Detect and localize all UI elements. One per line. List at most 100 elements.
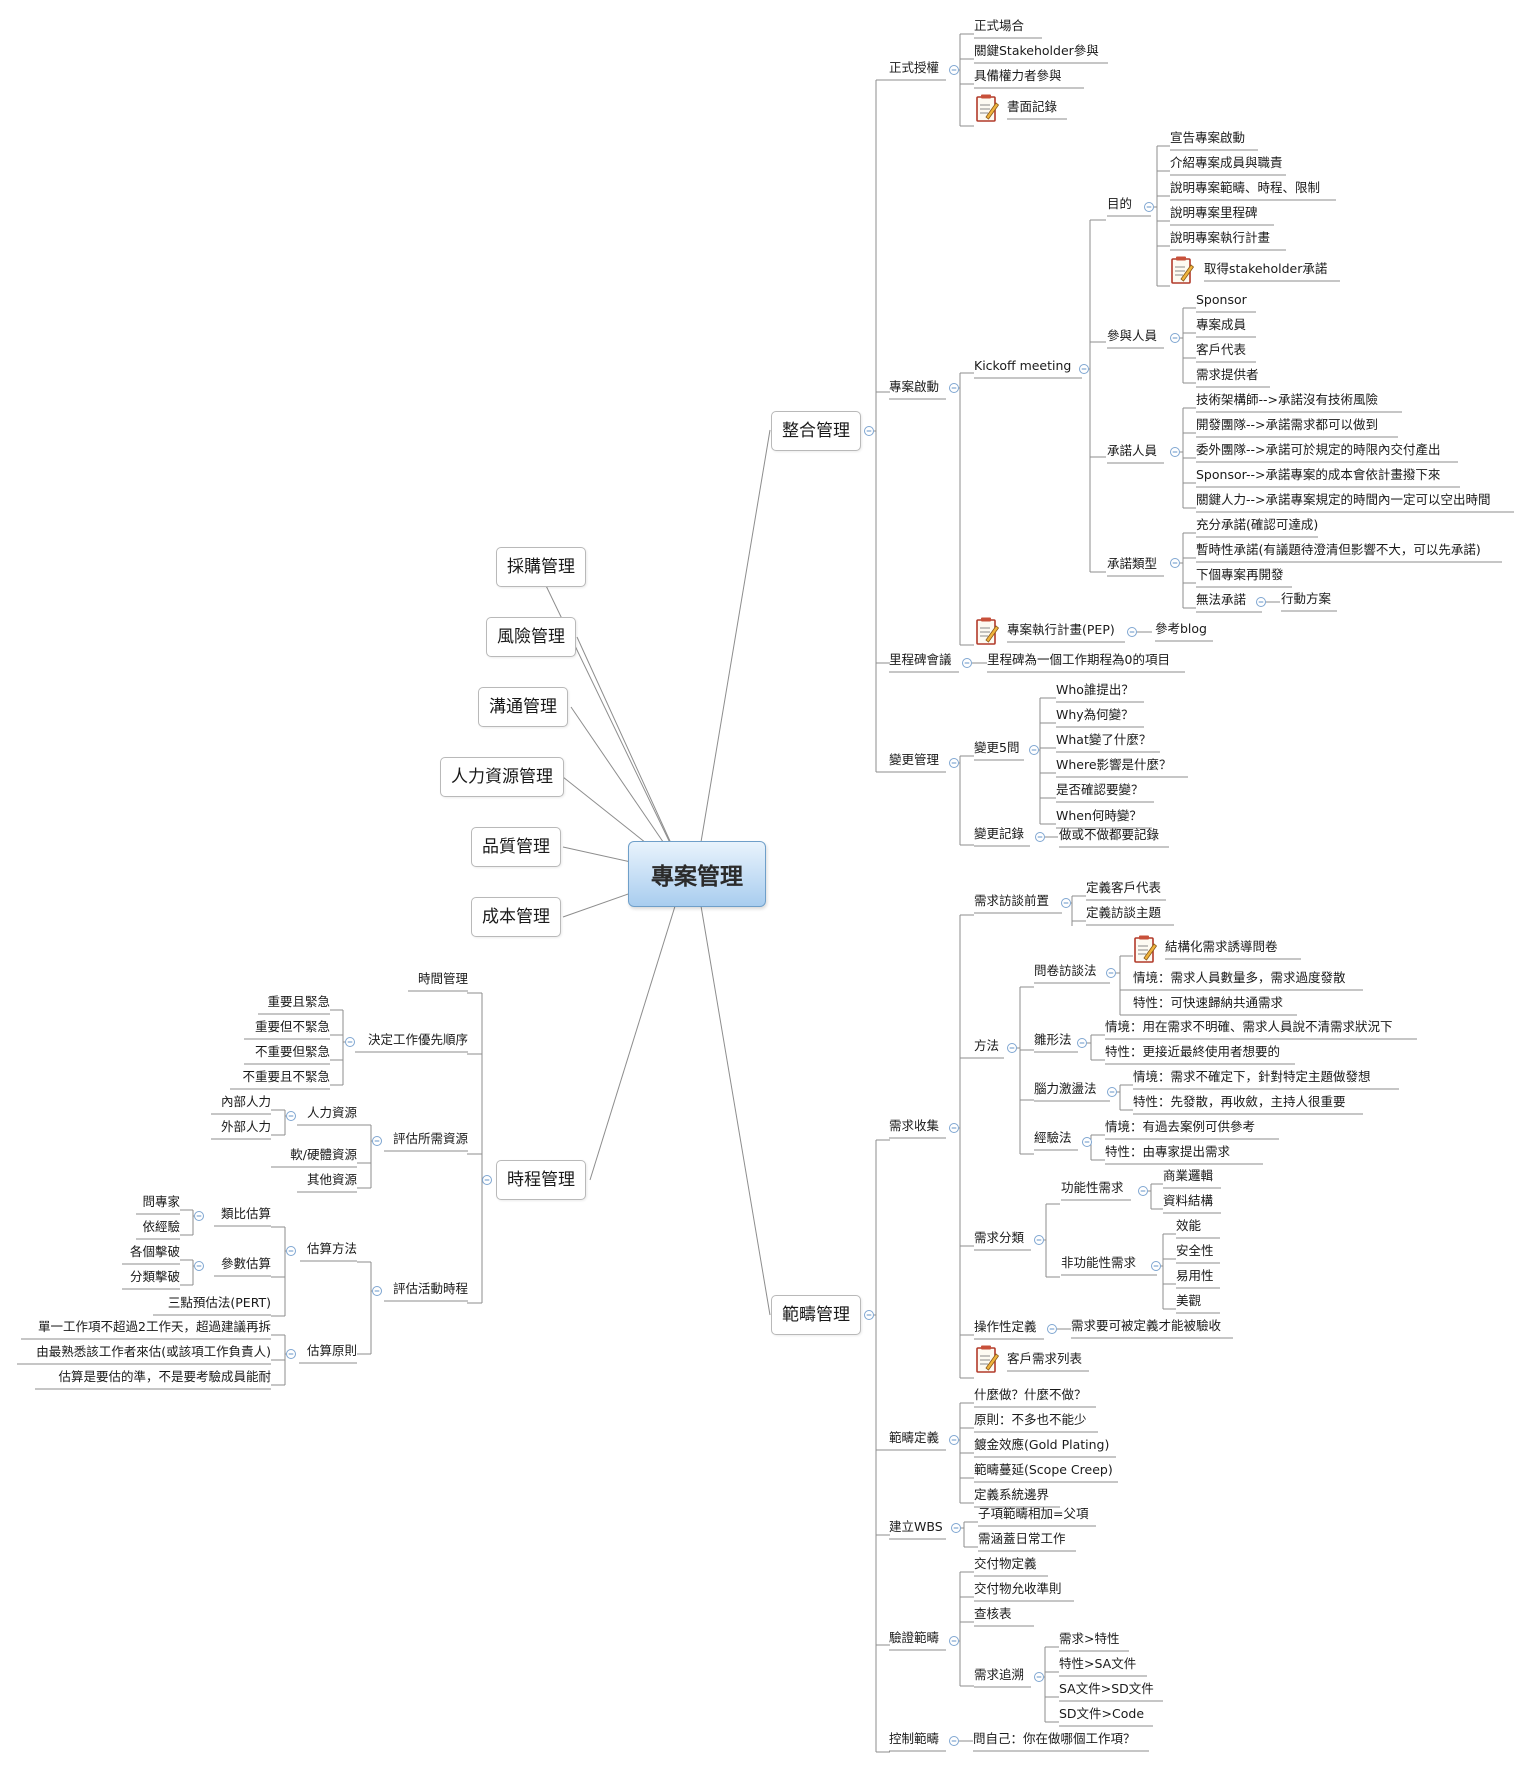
node-scope-verify-items-1[interactable]: 交付物允收準則 (974, 1581, 1062, 1596)
node-scope-collect-prep-label[interactable]: 需求訪談前置 (974, 893, 1050, 908)
node-schedule-resources-human-label[interactable]: 人力資源 (306, 1105, 357, 1120)
branch-risk[interactable]: 風險管理 (486, 617, 576, 657)
node-schedule-duration-principles-label[interactable]: 估算原則 (306, 1343, 357, 1358)
node-schedule-duration-methods-pert[interactable]: 三點預估法(PERT) (167, 1295, 271, 1310)
node-schedule-resources-items-0[interactable]: 軟/硬體資源 (290, 1147, 357, 1162)
node-integration-kickoff-pep_ref[interactable]: 參考blog (1155, 621, 1207, 636)
node-integration-kickoff-commit_types-items-3[interactable]: 無法承諾 (1196, 592, 1247, 607)
branch-communication[interactable]: 溝通管理 (478, 687, 568, 727)
node-integration-kickoff-commit_people-items-4[interactable]: 關鍵人力-->承諾專案規定的時間內一定可以空出時間 (1196, 492, 1491, 507)
node-scope-collect-classify-label[interactable]: 需求分類 (974, 1230, 1025, 1245)
node-integration-kickoff-participants-items-1[interactable]: 專案成員 (1196, 317, 1247, 332)
node-scope-collect-prep-items-1[interactable]: 定義訪談主題 (1086, 905, 1162, 920)
node-scope-collect-methods-experience-items-1[interactable]: 特性：由專家提出需求 (1105, 1144, 1231, 1159)
node-scope-collect-methods-questionnaire-items-2[interactable]: 特性：可快速歸納共通需求 (1133, 995, 1284, 1010)
branch-cost[interactable]: 成本管理 (471, 897, 561, 937)
node-integration-kickoff-label[interactable]: 專案啟動 (889, 379, 940, 394)
node-schedule-duration-methods-parametric-items-1[interactable]: 分類擊破 (129, 1269, 180, 1284)
node-scope-collect-classify-nonfunctional-items-3[interactable]: 美觀 (1176, 1293, 1202, 1308)
node-integration-formal_auth-items-1[interactable]: 關鍵Stakeholder參與 (974, 43, 1099, 58)
node-scope-collect-customer_list[interactable]: 客戶需求列表 (1007, 1351, 1083, 1366)
node-schedule-duration-methods-label[interactable]: 估算方法 (306, 1241, 357, 1256)
node-scope-verify-trace-items-1[interactable]: 特性>SA文件 (1059, 1656, 1137, 1671)
node-schedule-duration-methods-analogy-items-0[interactable]: 問專家 (142, 1194, 180, 1209)
node-schedule-duration-principles-items-1[interactable]: 由最熟悉該工作者來估(或該項工作負責人) (36, 1344, 271, 1359)
node-integration-change-five_q-items-5[interactable]: When何時變？ (1056, 808, 1142, 823)
node-integration-milestone-item[interactable]: 里程碑為一個工作期程為0的項目 (987, 652, 1170, 667)
node-schedule-duration-label[interactable]: 評估活動時程 (392, 1281, 468, 1296)
node-schedule-priority-items-3[interactable]: 不重要且不緊急 (242, 1069, 330, 1084)
node-schedule-duration-methods-parametric-label[interactable]: 參數估算 (220, 1256, 271, 1271)
branch-hr[interactable]: 人力資源管理 (440, 757, 564, 797)
node-schedule-priority-items-0[interactable]: 重要且緊急 (267, 994, 330, 1009)
node-scope-collect-methods-experience-label[interactable]: 經驗法 (1034, 1130, 1072, 1145)
node-scope-collect-classify-nonfunctional-items-1[interactable]: 安全性 (1176, 1243, 1214, 1258)
node-integration-kickoff-commit_types-items-0[interactable]: 充分承諾(確認可達成) (1196, 517, 1319, 532)
node-integration-kickoff-purpose-label[interactable]: 目的 (1107, 196, 1133, 211)
node-scope-definition-items-1[interactable]: 原則：不多也不能少 (974, 1412, 1087, 1427)
node-integration-kickoff-purpose-items-5[interactable]: 取得stakeholder承諾 (1204, 261, 1328, 276)
node-scope-wbs-label[interactable]: 建立WBS (889, 1519, 943, 1534)
node-integration-kickoff-participants-items-3[interactable]: 需求提供者 (1196, 367, 1259, 382)
node-integration-change-record-item[interactable]: 做或不做都要記錄 (1059, 827, 1160, 842)
node-integration-change-label[interactable]: 變更管理 (889, 752, 940, 767)
node-scope-collect-methods-brainstorm-label[interactable]: 腦力激盪法 (1034, 1081, 1097, 1096)
node-integration-kickoff-purpose-items-0[interactable]: 宣告專案啟動 (1170, 130, 1246, 145)
node-integration-kickoff-commit_types-items-1[interactable]: 暫時性承諾(有議題待澄清但影響不大，可以先承諾) (1196, 542, 1481, 557)
node-scope-collect-methods-brainstorm-items-1[interactable]: 特性：先發散，再收斂，主持人很重要 (1133, 1094, 1346, 1109)
node-scope-collect-methods-label[interactable]: 方法 (974, 1038, 1000, 1053)
node-scope-collect-methods-questionnaire-label[interactable]: 問卷訪談法 (1034, 963, 1097, 978)
node-scope-collect-prep-items-0[interactable]: 定義客戶代表 (1086, 880, 1162, 895)
node-schedule-resources-items-1[interactable]: 其他資源 (306, 1172, 357, 1187)
node-scope-control-label[interactable]: 控制範疇 (889, 1731, 940, 1746)
branch-scope[interactable]: 範疇管理 (771, 1295, 861, 1335)
node-scope-collect-classify-nonfunctional-items-0[interactable]: 效能 (1176, 1218, 1202, 1233)
node-integration-kickoff-purpose-items-2[interactable]: 說明專案範疇、時程、限制 (1170, 180, 1321, 195)
branch-schedule[interactable]: 時程管理 (496, 1160, 586, 1200)
branch-quality[interactable]: 品質管理 (471, 827, 561, 867)
node-integration-kickoff-participants-items-0[interactable]: Sponsor (1196, 292, 1247, 307)
node-schedule-duration-methods-analogy-items-1[interactable]: 依經驗 (142, 1219, 180, 1234)
node-integration-change-five_q-items-4[interactable]: 是否確認要變？ (1056, 782, 1144, 797)
node-schedule-resources-human-items-0[interactable]: 內部人力 (220, 1094, 271, 1109)
node-scope-verify-items-2[interactable]: 查核表 (974, 1606, 1012, 1621)
node-scope-collect-methods-prototype-items-1[interactable]: 特性：更接近最終使用者想要的 (1105, 1044, 1281, 1059)
central-topic[interactable]: 專案管理 (628, 841, 766, 907)
node-integration-kickoff-commit_people-items-3[interactable]: Sponsor-->承諾專案的成本會依計畫撥下來 (1196, 467, 1441, 482)
node-integration-kickoff-pep[interactable]: 專案執行計畫(PEP) (1007, 622, 1115, 637)
node-scope-wbs-items-1[interactable]: 需涵蓋日常工作 (978, 1531, 1066, 1546)
node-integration-kickoff-participants-items-2[interactable]: 客戶代表 (1196, 342, 1247, 357)
node-integration-kickoff-commit_people-items-0[interactable]: 技術架構師-->承諾沒有技術風險 (1196, 392, 1378, 407)
node-integration-change-five_q-label[interactable]: 變更5問 (974, 740, 1020, 755)
node-integration-formal_auth-items-3[interactable]: 書面記錄 (1007, 99, 1058, 114)
node-schedule-duration-methods-analogy-label[interactable]: 類比估算 (220, 1206, 271, 1221)
node-scope-collect-methods-prototype-label[interactable]: 雛形法 (1034, 1032, 1072, 1047)
node-scope-verify-label[interactable]: 驗證範疇 (889, 1630, 940, 1645)
node-scope-collect-operational-label[interactable]: 操作性定義 (974, 1319, 1037, 1334)
node-scope-collect-label[interactable]: 需求收集 (889, 1118, 940, 1133)
node-schedule-duration-principles-items-0[interactable]: 單一工作項不超過2工作天，超過建議再拆 (38, 1319, 271, 1334)
node-schedule-priority-items-1[interactable]: 重要但不緊急 (254, 1019, 330, 1034)
node-scope-collect-classify-nonfunctional-label[interactable]: 非功能性需求 (1061, 1255, 1137, 1270)
node-integration-kickoff-meeting[interactable]: Kickoff meeting (974, 358, 1072, 373)
node-scope-collect-operational-item[interactable]: 需求要可被定義才能被驗收 (1071, 1318, 1222, 1333)
node-integration-kickoff-purpose-items-1[interactable]: 介紹專案成員與職責 (1170, 155, 1283, 170)
node-integration-change-record-label[interactable]: 變更記錄 (974, 826, 1025, 841)
node-scope-collect-methods-questionnaire-items-1[interactable]: 情境：需求人員數量多，需求過度發散 (1133, 970, 1346, 985)
node-scope-collect-methods-questionnaire-items-0[interactable]: 結構化需求誘導問卷 (1165, 939, 1278, 954)
node-scope-collect-classify-nonfunctional-items-2[interactable]: 易用性 (1176, 1268, 1214, 1283)
node-scope-collect-classify-functional-items-1[interactable]: 資料結構 (1163, 1193, 1214, 1208)
node-integration-kickoff-commit_people-label[interactable]: 承諾人員 (1107, 443, 1158, 458)
node-scope-verify-trace-items-2[interactable]: SA文件>SD文件 (1059, 1681, 1154, 1696)
node-scope-definition-items-4[interactable]: 定義系統邊界 (974, 1487, 1050, 1502)
node-integration-kickoff-purpose-items-3[interactable]: 說明專案里程碑 (1170, 205, 1258, 220)
node-scope-verify-trace-label[interactable]: 需求追溯 (974, 1667, 1025, 1682)
node-scope-collect-classify-functional-items-0[interactable]: 商業邏輯 (1163, 1168, 1214, 1183)
node-scope-definition-items-3[interactable]: 範疇蔓延(Scope Creep) (974, 1462, 1113, 1477)
node-integration-kickoff-commit_types-items-2[interactable]: 下個專案再開發 (1196, 567, 1284, 582)
node-integration-change-five_q-items-3[interactable]: Where影響是什麼？ (1056, 757, 1172, 772)
node-scope-control-item[interactable]: 問自己：你在做哪個工作項？ (973, 1731, 1136, 1746)
branch-procurement[interactable]: 採購管理 (496, 547, 586, 587)
node-schedule-resources-human-items-1[interactable]: 外部人力 (220, 1119, 271, 1134)
node-integration-change-five_q-items-1[interactable]: Why為何變？ (1056, 707, 1134, 722)
